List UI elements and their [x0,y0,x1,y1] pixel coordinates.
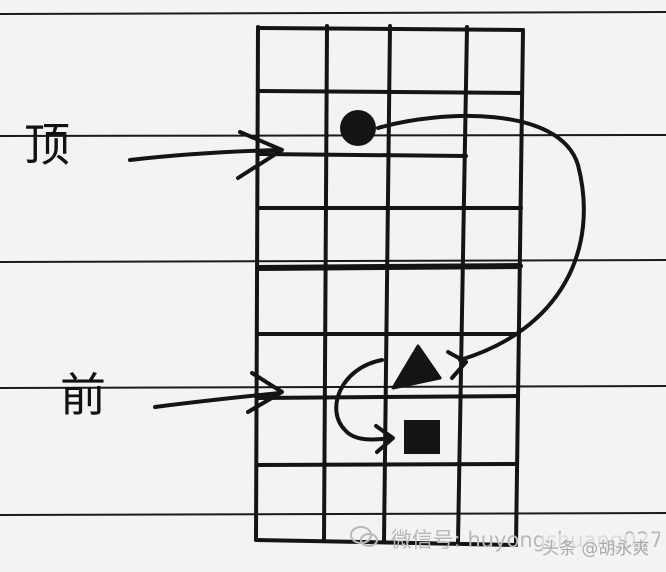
grid-line [255,462,519,467]
grid-line [257,89,524,95]
grid-line [254,538,518,547]
ruled-line [0,134,666,137]
front-arrow-shaft [153,391,282,409]
grid-line [254,25,260,542]
ruled-line [0,259,666,263]
watermark-toutiao-text: 头条 @胡永爽 [542,534,650,558]
wechat-logo-icon [350,525,378,553]
square-piece-icon [404,420,440,454]
big-curve-arrow [376,113,586,362]
pieces [340,110,442,454]
rotation-arrows [334,113,586,454]
small-curve-arrow-head-icon [374,424,395,454]
ruled-line [0,385,666,389]
ruled-line [0,11,666,15]
small-curve-arrow [334,358,394,442]
label-arrows [128,130,284,414]
grid-line [255,263,523,271]
watermark: 微信号: huyongshuang027 头条 @胡永爽 [350,524,660,558]
grid-line [257,152,468,158]
grid [254,24,525,547]
grid-line [256,26,525,32]
top-arrow-shaft [128,148,282,162]
grid-line [322,24,329,543]
grid-line [456,25,469,544]
circle-piece-icon [340,110,376,146]
big-curve-arrow-head-icon [446,350,468,380]
front-arrow-head-icon [246,371,284,414]
top-label: 顶 [24,118,70,172]
grid-line [256,394,520,400]
triangle-piece-icon [391,344,442,390]
grid-line [514,28,525,547]
ruled-line [0,512,666,516]
top-arrow-head-icon [236,130,284,180]
front-label: 前 [60,368,106,422]
grid-line [382,24,392,543]
ruled-lines [0,11,666,516]
